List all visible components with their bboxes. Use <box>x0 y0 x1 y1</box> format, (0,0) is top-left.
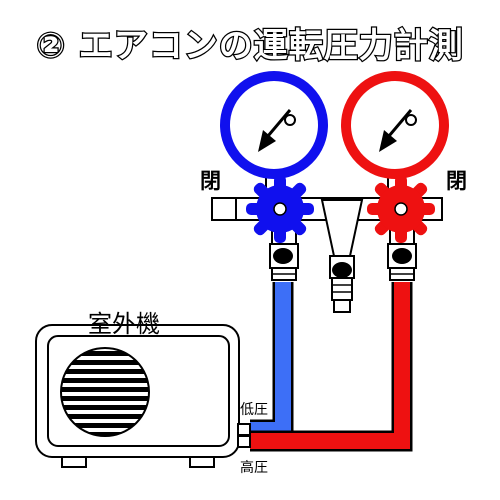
valve-closed-label-left: 閉 <box>200 169 221 193</box>
high-pressure-service-valve <box>237 435 251 448</box>
center-charge-port <box>320 199 364 313</box>
low-pressure-hose <box>250 282 294 441</box>
needle-arrow-icon <box>379 109 417 152</box>
handwheel-icon[interactable] <box>367 175 435 243</box>
handwheel-icon[interactable] <box>246 175 314 243</box>
high-pressure-hose <box>250 282 413 452</box>
low-pressure-label: 低圧 <box>240 402 268 418</box>
fan-grille-icon <box>60 347 150 437</box>
outdoor-unit <box>35 324 251 468</box>
needle-arrow-icon <box>258 109 296 152</box>
low-pressure-service-valve <box>237 423 251 436</box>
high-pressure-label: 高圧 <box>240 459 268 476</box>
valve-closed-label-right: 閉 <box>446 169 467 193</box>
outdoor-unit-label: 室外機 <box>88 310 160 338</box>
diagram-title: ② エアコンの運転圧力計測 <box>35 25 464 68</box>
